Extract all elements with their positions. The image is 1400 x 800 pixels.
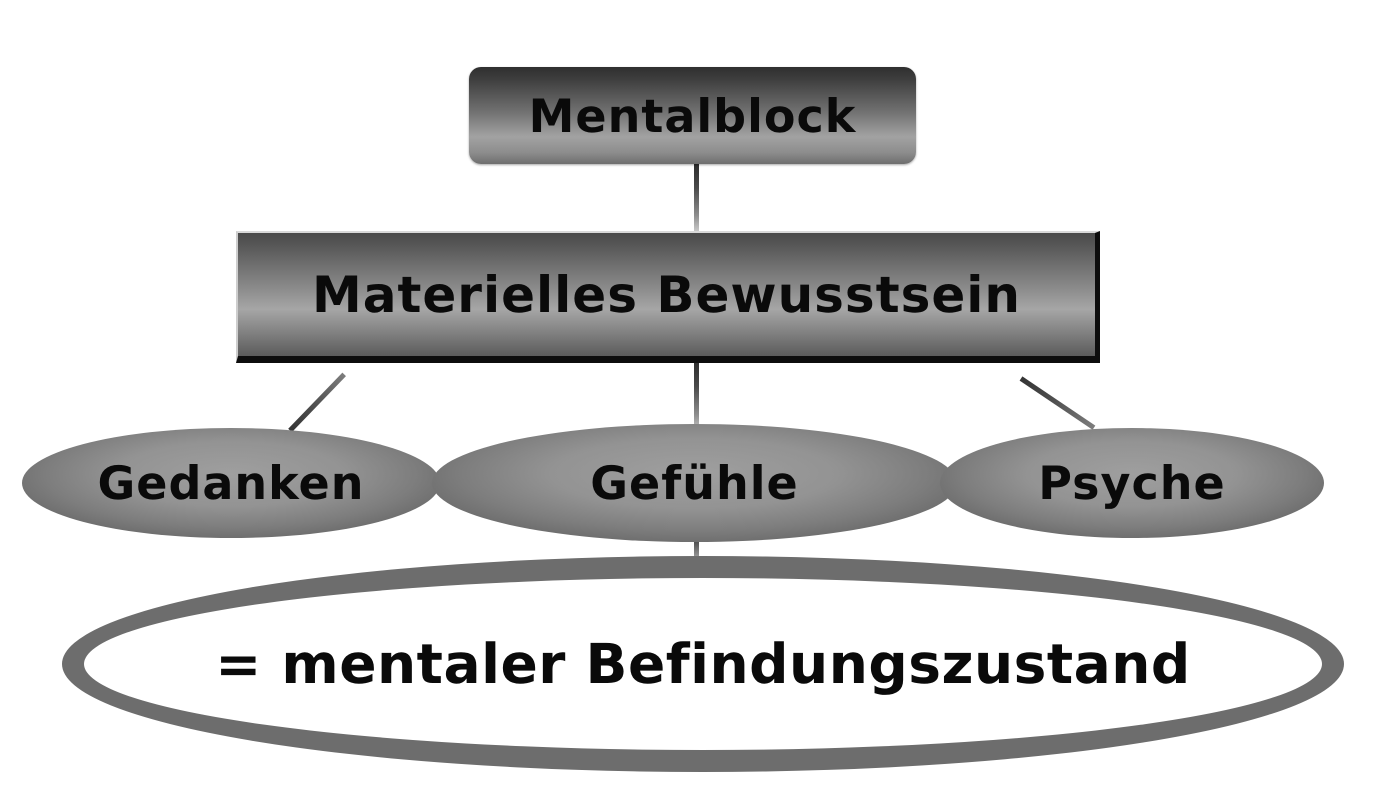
node-mentalblock-label: Mentalblock xyxy=(528,88,857,143)
node-gedanken[interactable]: Gedanken xyxy=(22,428,440,538)
node-materielles-bewusstsein[interactable]: Materielles Bewusstsein xyxy=(236,231,1100,363)
node-mentaler-befindungszustand[interactable]: = mentaler Befindungszustand xyxy=(62,556,1344,772)
connector-root-to-level2 xyxy=(694,163,699,233)
connector-level2-to-gefuehle xyxy=(694,361,699,433)
connector-level2-to-psyche xyxy=(1019,376,1096,430)
node-mentalblock[interactable]: Mentalblock xyxy=(469,67,916,164)
node-gefuehle[interactable]: Gefühle xyxy=(432,424,957,542)
node-psyche-label: Psyche xyxy=(1038,456,1226,510)
node-mentaler-befindungszustand-label: = mentaler Befindungszustand xyxy=(215,632,1191,696)
connector-level2-to-gedanken xyxy=(288,372,346,433)
connector-gefuehle-to-result xyxy=(694,528,699,564)
node-psyche[interactable]: Psyche xyxy=(940,428,1324,538)
node-gefuehle-label: Gefühle xyxy=(590,456,799,510)
node-gedanken-label: Gedanken xyxy=(97,456,365,510)
node-materielles-bewusstsein-label: Materielles Bewusstsein xyxy=(311,265,1021,324)
